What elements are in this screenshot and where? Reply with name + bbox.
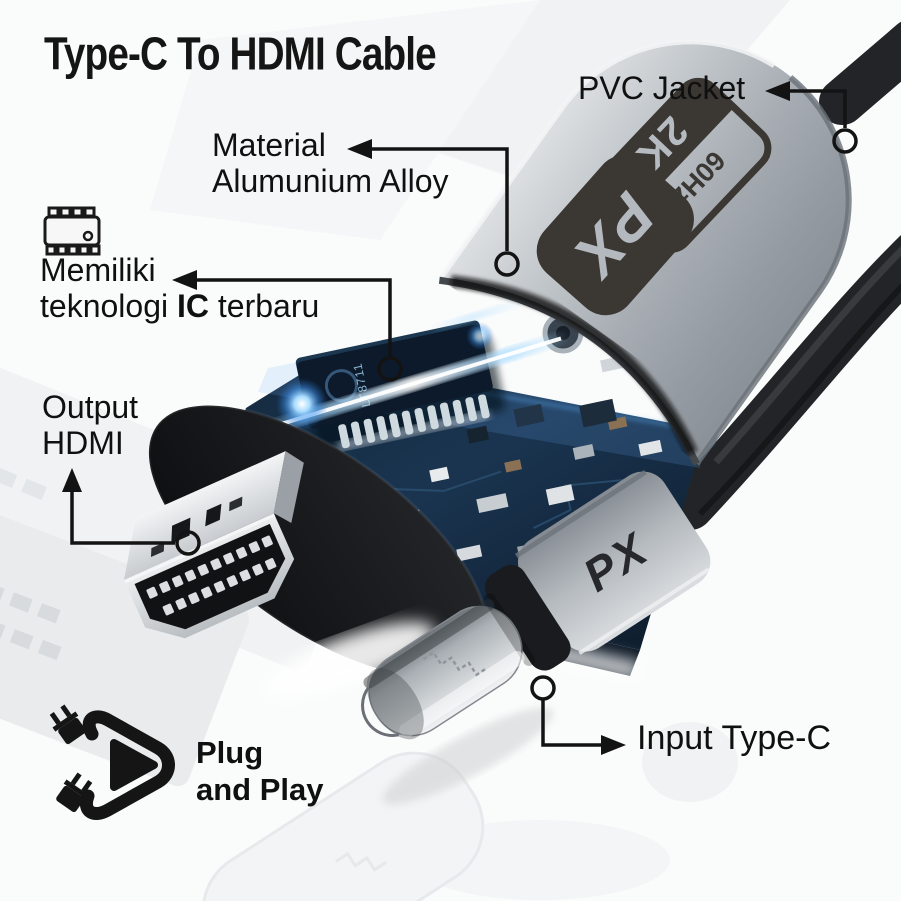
pvc-jacket-leader bbox=[765, 81, 858, 154]
label-output-hdmi: Output HDMI bbox=[42, 389, 138, 461]
ic-leader bbox=[172, 270, 403, 382]
typec-connector: PX bbox=[361, 469, 711, 740]
ic-chip-icon bbox=[40, 202, 104, 260]
ic-marker bbox=[377, 356, 403, 382]
label-material: Material Alumunium Alloy bbox=[212, 127, 449, 199]
plug-and-play-icon bbox=[34, 698, 190, 832]
typec-ghost-reflection bbox=[201, 751, 485, 901]
material-leader bbox=[347, 139, 520, 277]
page-title: Type-C To HDMI Cable bbox=[44, 28, 437, 80]
label-ic-line1: Memiliki bbox=[40, 252, 156, 288]
cable bbox=[666, 21, 901, 530]
pvc-jacket-marker bbox=[832, 128, 858, 154]
aluminium-casing: 2K 60Hz PX bbox=[437, 39, 852, 466]
input-typec-marker bbox=[530, 675, 556, 701]
material-marker bbox=[494, 251, 520, 277]
annotation-leaders bbox=[62, 81, 858, 755]
label-ic-technology: Memiliki teknologi IC terbaru bbox=[40, 252, 319, 324]
label-output-line1: Output bbox=[42, 389, 139, 425]
output-hdmi-leader bbox=[62, 468, 201, 556]
label-input-typec: Input Type-C bbox=[637, 719, 832, 757]
label-material-line1: Material bbox=[212, 127, 326, 163]
label-plug-line1: Plug bbox=[196, 735, 264, 770]
label-plug-and-play: Plug and Play bbox=[196, 734, 324, 808]
label-plug-line2: and Play bbox=[196, 772, 324, 807]
label-material-line2: Alumunium Alloy bbox=[212, 163, 449, 199]
hdmi-pins bbox=[146, 535, 277, 616]
label-ic-line2: teknologi IC terbaru bbox=[40, 288, 320, 324]
brand-badge: PX bbox=[536, 154, 694, 316]
output-hdmi-marker bbox=[175, 530, 201, 556]
input-typec-leader bbox=[530, 675, 626, 755]
hdmi-connector bbox=[124, 451, 304, 639]
label-pvc-jacket: PVC Jacket bbox=[578, 70, 746, 106]
label-output-line2: HDMI bbox=[42, 425, 124, 461]
